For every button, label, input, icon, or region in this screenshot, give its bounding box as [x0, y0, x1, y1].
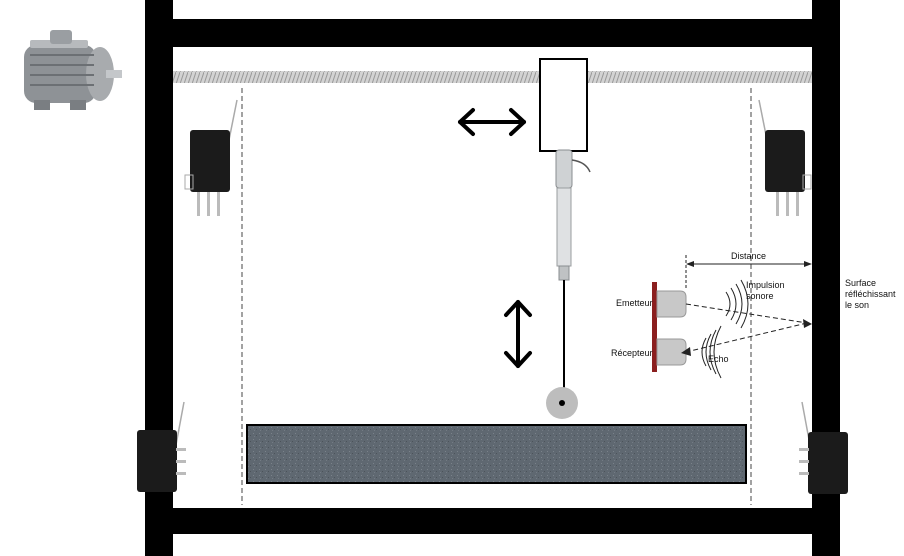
- electric-motor-icon: [24, 30, 122, 110]
- frame-top-beam: [145, 19, 840, 47]
- target-plate-icon: [247, 425, 746, 483]
- surface-label: Surface réfléchissant le son: [845, 278, 901, 311]
- receiver-label: Récepteur: [611, 348, 653, 359]
- threaded-rod-icon: [173, 71, 812, 83]
- emitter-label: Emetteur: [616, 298, 653, 309]
- micro-switch-icon: [759, 100, 811, 216]
- sound-waves-emitter: [726, 280, 748, 328]
- carriage-icon: [540, 59, 587, 151]
- echo-label: Echo: [708, 354, 729, 365]
- distance-label: Distance: [731, 251, 766, 262]
- vertical-double-arrow-icon: [506, 302, 530, 366]
- frame-bottom-beam: [145, 508, 840, 534]
- signal-path: [686, 304, 807, 352]
- linear-actuator-icon: [556, 150, 590, 398]
- emitter-transducer: [657, 291, 686, 317]
- sensor-plate: [652, 282, 657, 372]
- receiver-transducer: [657, 339, 686, 365]
- sound-waves-echo: [702, 326, 721, 378]
- micro-switch-icon: [185, 100, 237, 216]
- pendulum-bob: [546, 387, 578, 419]
- horizontal-double-arrow-icon: [460, 110, 524, 134]
- impulsion-label: Impulsion sonore: [746, 280, 796, 302]
